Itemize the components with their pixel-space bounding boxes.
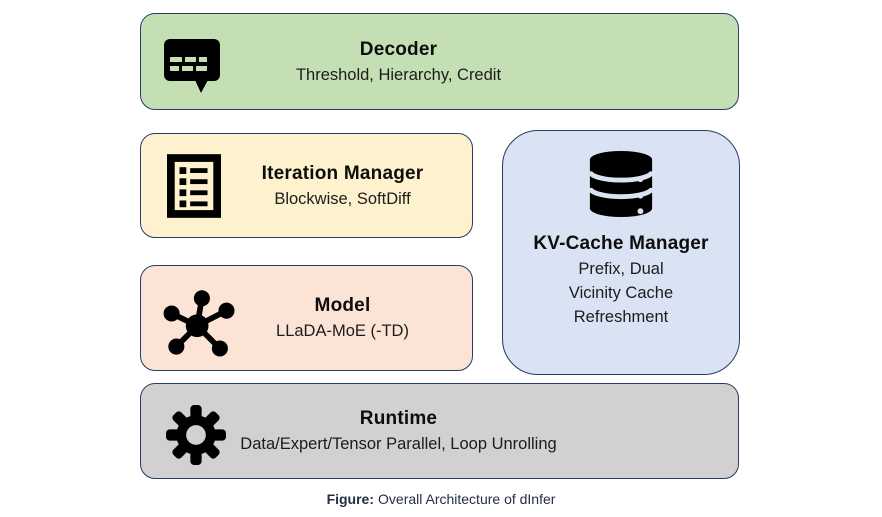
database-icon: [583, 149, 659, 219]
runtime-subtitle: Data/Expert/Tensor Parallel, Loop Unroll…: [240, 435, 557, 453]
kv-cache-manager-subtitle-line: Prefix, Dual: [578, 260, 664, 278]
model-subtitle: LLaDA-MoE (-TD): [276, 322, 409, 340]
gear-icon: [166, 403, 226, 467]
decoder-box: Decoder Threshold, Hierarchy, Credit: [140, 13, 739, 110]
figure-caption: Figure:Overall Architecture of dInfer: [0, 491, 882, 507]
figure-caption-prefix: Figure:: [326, 491, 375, 507]
iteration-manager-title: Iteration Manager: [261, 162, 424, 184]
runtime-box: Runtime Data/Expert/Tensor Parallel, Loo…: [140, 383, 739, 479]
model-title: Model: [314, 295, 371, 316]
kv-cache-manager-title: KV-Cache Manager: [533, 233, 709, 254]
runtime-title: Runtime: [359, 408, 438, 429]
iteration-manager-subtitle: Blockwise, SoftDiff: [274, 189, 411, 208]
network-hub-icon: [161, 287, 239, 357]
checklist-icon: [167, 154, 221, 218]
figure-caption-text: Overall Architecture of dInfer: [378, 491, 556, 507]
kv-cache-manager-subtitle-line: Vicinity Cache: [568, 284, 674, 302]
speech-bubble-icon: [163, 38, 221, 94]
kv-cache-manager-box: KV-Cache Manager Prefix, Dual Vicinity C…: [502, 130, 740, 375]
decoder-subtitle: Threshold, Hierarchy, Credit: [295, 65, 502, 84]
iteration-manager-box: Iteration Manager Blockwise, SoftDiff: [140, 133, 473, 238]
model-box: Model LLaDA-MoE (-TD): [140, 265, 473, 371]
decoder-title: Decoder: [359, 38, 438, 60]
kv-cache-manager-subtitle-line: Refreshment: [573, 308, 669, 326]
